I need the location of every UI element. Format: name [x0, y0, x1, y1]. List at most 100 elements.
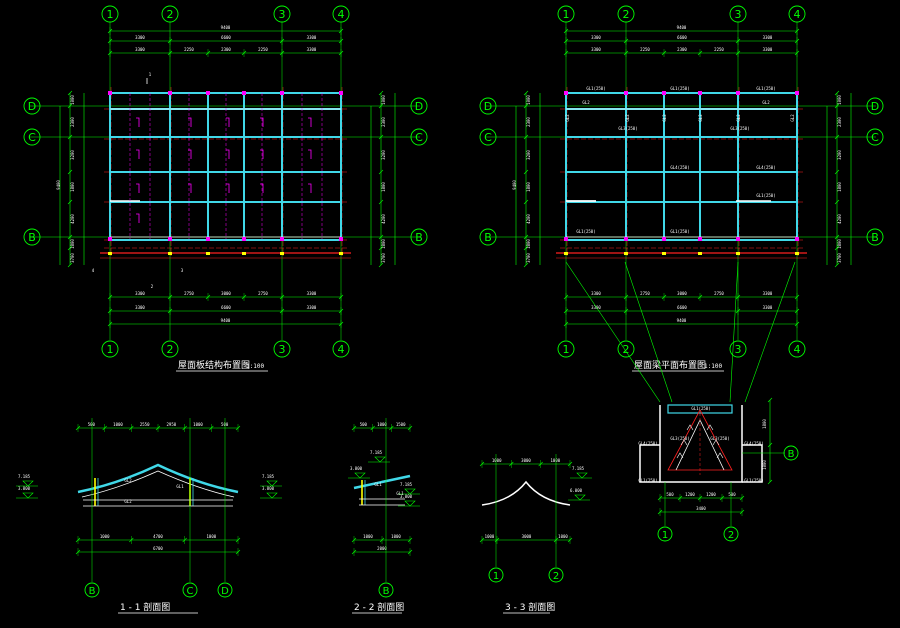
plan-side-tick [523, 234, 529, 240]
plan-slab-rebar-symbol [308, 183, 312, 193]
plan-edge-post [242, 252, 246, 255]
plan-dim-bot-row1-value: 2750 [640, 291, 650, 296]
detail-dim-bot-value: 500 [728, 492, 736, 497]
plan-left-beams [100, 91, 351, 259]
detail-hatch [706, 424, 714, 431]
detail-axis-label: 2 [728, 530, 734, 541]
plan-dim-top-row3-value: 2300 [677, 47, 687, 52]
section_1-roof [77, 463, 239, 494]
plan-col-bubble-bottom-label: 1 [563, 343, 570, 356]
plan-edge-post [108, 252, 112, 255]
plan-slab-rebar-symbol [226, 149, 230, 159]
plan-column-top [242, 91, 246, 95]
plan-slab-rebar-symbol [226, 183, 230, 193]
plan-row-bubble-right-circle [866, 228, 884, 246]
plan-row-bubble-left-circle [23, 228, 41, 246]
detail-side-dim: 1800 [762, 419, 767, 429]
detail-leader-lines [565, 261, 796, 403]
plan-beam-label: GL3(250) [730, 126, 749, 131]
plan-column-top [168, 91, 172, 95]
plan-col-bubble-bottom-label: 4 [794, 343, 801, 356]
plan-slab-rebar-symbol [136, 117, 140, 127]
plan-slab-rebar-symbol [260, 117, 264, 127]
plan-side-tick [834, 169, 840, 175]
plan-col-bubble-top-circle [161, 5, 179, 23]
plan-edge-post [795, 252, 799, 255]
section_1-dim-top-value: 500 [88, 422, 96, 427]
plan-side-dim-value-right: 2300 [381, 117, 386, 127]
plan-slab-rebar-symbol [188, 149, 192, 159]
section_1-dim-top-value: 1000 [113, 422, 123, 427]
plan-beam-label: GL1(250) [670, 86, 689, 91]
section_3-level-tri [574, 494, 586, 501]
plan-beam-tag: GL2 [790, 114, 795, 122]
plan-right-scale: 1:100 [704, 363, 722, 370]
plan-side-tick [67, 134, 73, 140]
plan-dim-bot-row1-value: 2750 [714, 291, 724, 296]
section_3-dim-bot-value: 3000 [522, 534, 532, 539]
plan-side-dim-value: 1800 [70, 239, 75, 249]
section_1-dim-total-value: 6700 [153, 546, 163, 551]
section_1-axis-bubble [84, 582, 100, 598]
plan-col-bubble-top-circle [273, 5, 291, 23]
plan-column-bottom [624, 237, 628, 241]
plan-dim-top-total-value: 9400 [677, 25, 687, 30]
plan-beam-label: GL1(250) [756, 193, 775, 198]
plan-col-bubble-bottom-label: 4 [338, 343, 345, 356]
plan-side-dim-value-right: 1000 [381, 95, 386, 105]
plan-section-mark: 1 [149, 72, 152, 77]
section-2-title: 2 - 2 剖面图 [354, 601, 404, 613]
plan-col-bubble-top-label: 3 [735, 8, 742, 21]
section_2-level-value: 3.800 [350, 466, 363, 471]
plan-beam-label: GL1(250) [586, 86, 605, 91]
plan-column-bottom [698, 237, 702, 241]
plan-col-bubble-top-label: 4 [338, 8, 345, 21]
plan-slab-rebar-symbol [308, 117, 312, 127]
plan-col-bubble-bottom-label: 1 [107, 343, 114, 356]
plan-dim-top-row3-value: 2250 [258, 47, 268, 52]
plan-dim-bot-row2-value: 6600 [677, 305, 687, 310]
section_2-level-tri [374, 456, 386, 463]
plan-edge-post [698, 252, 702, 255]
plan-row-bubble-right-label: C [871, 131, 879, 144]
plan-side-tick [834, 199, 840, 205]
detail-beam-label: GL3(250) [670, 436, 689, 441]
plan-col-bubble-bottom-circle [729, 340, 747, 358]
plan-column-bottom [242, 237, 246, 241]
plan-side-dim-value-right: 3700 [837, 253, 842, 263]
section_1-dim-top-value: 2550 [140, 422, 150, 427]
section_1-beam-tag: GL1 [176, 484, 184, 489]
plan-dim-top-row2-value: 6600 [221, 35, 231, 40]
plan-right-title: 屋面梁平面布置图 [634, 359, 706, 371]
section_1-axis-bubble [217, 582, 233, 598]
plan-side-dim-value: 3700 [526, 253, 531, 263]
plan-column-top [108, 91, 112, 95]
plan-side-tick [67, 245, 73, 251]
plan-row-bubble-left-label: B [28, 231, 36, 244]
plan-dim-top-row2-value: 6600 [677, 35, 687, 40]
detail-dim-bot-value: 1200 [685, 492, 695, 497]
plan-edge-post [564, 252, 568, 255]
plan-slab-rebar-symbol [136, 183, 140, 193]
plan-col-bubble-bottom-label: 2 [167, 343, 174, 356]
section_2-axis-label: B [383, 586, 390, 597]
section_2-level-tri [354, 472, 366, 479]
plan-side-tick [378, 134, 384, 140]
plan-column-bottom [564, 237, 568, 241]
plan-row-bubble-right-circle [410, 128, 428, 146]
plan-side-tick [834, 90, 840, 96]
plan-edge-post [168, 252, 172, 255]
plan-slab-rebar-symbol [136, 149, 140, 159]
detail-hatch [712, 439, 720, 446]
section_2-beam-tag: GL1 [374, 482, 382, 487]
plan-row-bubble-left-label: D [28, 100, 36, 113]
plan-row-bubble-right-label: C [415, 131, 423, 144]
plan-dim-top-row2-value: 3300 [763, 35, 773, 40]
plan-beam-tag: GL2 [736, 114, 741, 122]
section_1-level-tri [266, 480, 278, 487]
plan-side-tick [523, 199, 529, 205]
plan-column-top [339, 91, 343, 95]
